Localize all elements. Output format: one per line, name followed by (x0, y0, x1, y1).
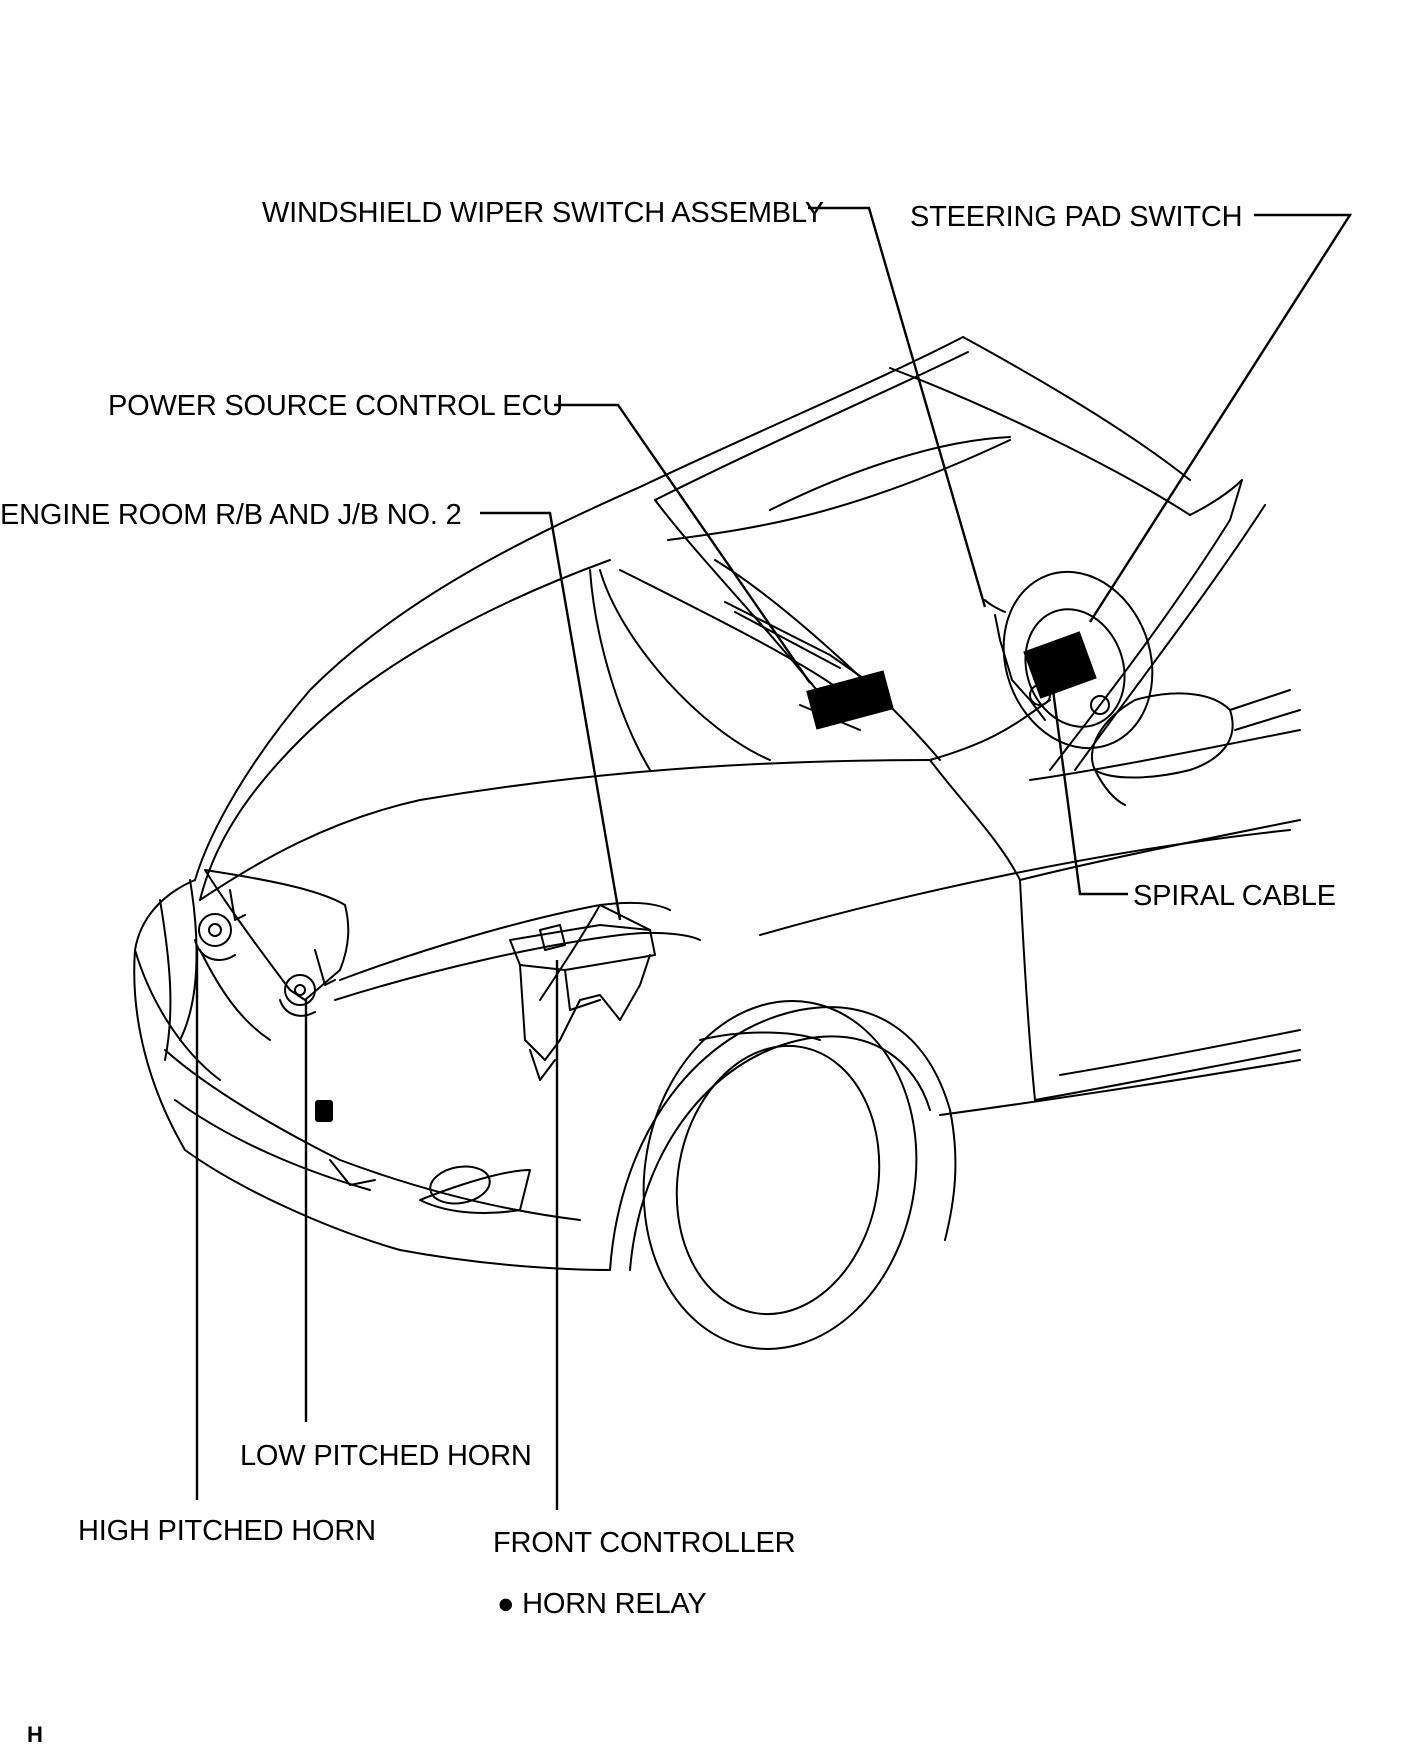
label-power-source-control-ecu: POWER SOURCE CONTROL ECU (108, 390, 563, 422)
label-horn-relay: ● HORN RELAY (497, 1588, 707, 1620)
leader-spiral-cable (1051, 689, 1128, 896)
label-front-controller: FRONT CONTROLLER (493, 1527, 795, 1559)
label-spiral-cable: SPIRAL CABLE (1133, 880, 1336, 912)
leader-steering-pad-switch (1088, 213, 1353, 623)
label-low-pitched-horn: LOW PITCHED HORN (240, 1440, 532, 1472)
car-front-illustration (133, 336, 1301, 1350)
leader-lines (195, 206, 1353, 1510)
leader-windshield-wiper-switch (808, 206, 987, 608)
label-steering-pad-switch: STEERING PAD SWITCH (910, 201, 1242, 233)
leader-engine-room-rb-jb (480, 511, 622, 921)
label-engine-room-rb-jb-no2: ENGINE ROOM R/B AND J/B NO. 2 (0, 499, 462, 531)
label-high-pitched-horn: HIGH PITCHED HORN (78, 1515, 376, 1547)
corner-mark: H (27, 1722, 43, 1747)
leader-power-source-control-ecu (554, 403, 811, 684)
label-windshield-wiper-switch-assembly: WINDSHIELD WIPER SWITCH ASSEMBLY (262, 197, 824, 229)
